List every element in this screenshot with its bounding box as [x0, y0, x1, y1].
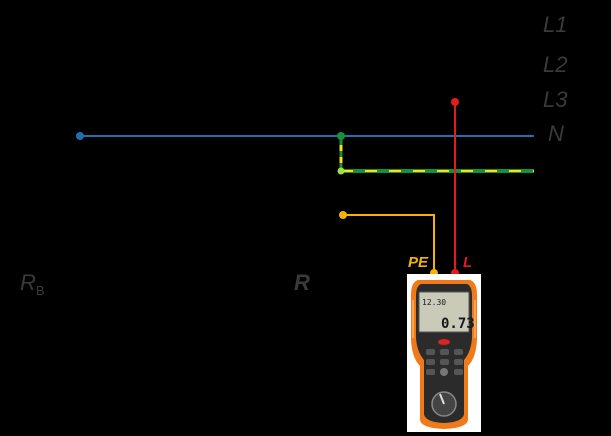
pe-probe-start-node [339, 211, 347, 219]
test-meter: 12.30 0.73 [407, 274, 481, 432]
meter-keypad [426, 349, 463, 375]
meter-brand-logo [438, 339, 450, 345]
label-r: R [294, 270, 310, 295]
meter-dial-pointer [439, 393, 445, 405]
meter-display-top: 12.30 [422, 298, 446, 307]
pe-corner-node [337, 167, 345, 175]
l-probe-start-node [451, 98, 459, 106]
label-pe-probe: PE [408, 254, 429, 271]
pe-junction-node [337, 132, 345, 140]
meter-lcd [418, 291, 470, 333]
pe-conductor [339, 136, 534, 173]
label-l3: L3 [543, 87, 568, 112]
label-rb: RB [20, 270, 45, 298]
label-l1: L1 [543, 12, 567, 37]
neutral-start-node [76, 132, 84, 140]
pe-probe-lead [343, 214, 435, 272]
label-n: N [548, 121, 564, 146]
meter-center-key [440, 368, 448, 376]
label-l2: L2 [543, 52, 567, 77]
meter-display-main: 0.73 [441, 316, 475, 332]
label-l-probe: L [463, 254, 472, 271]
